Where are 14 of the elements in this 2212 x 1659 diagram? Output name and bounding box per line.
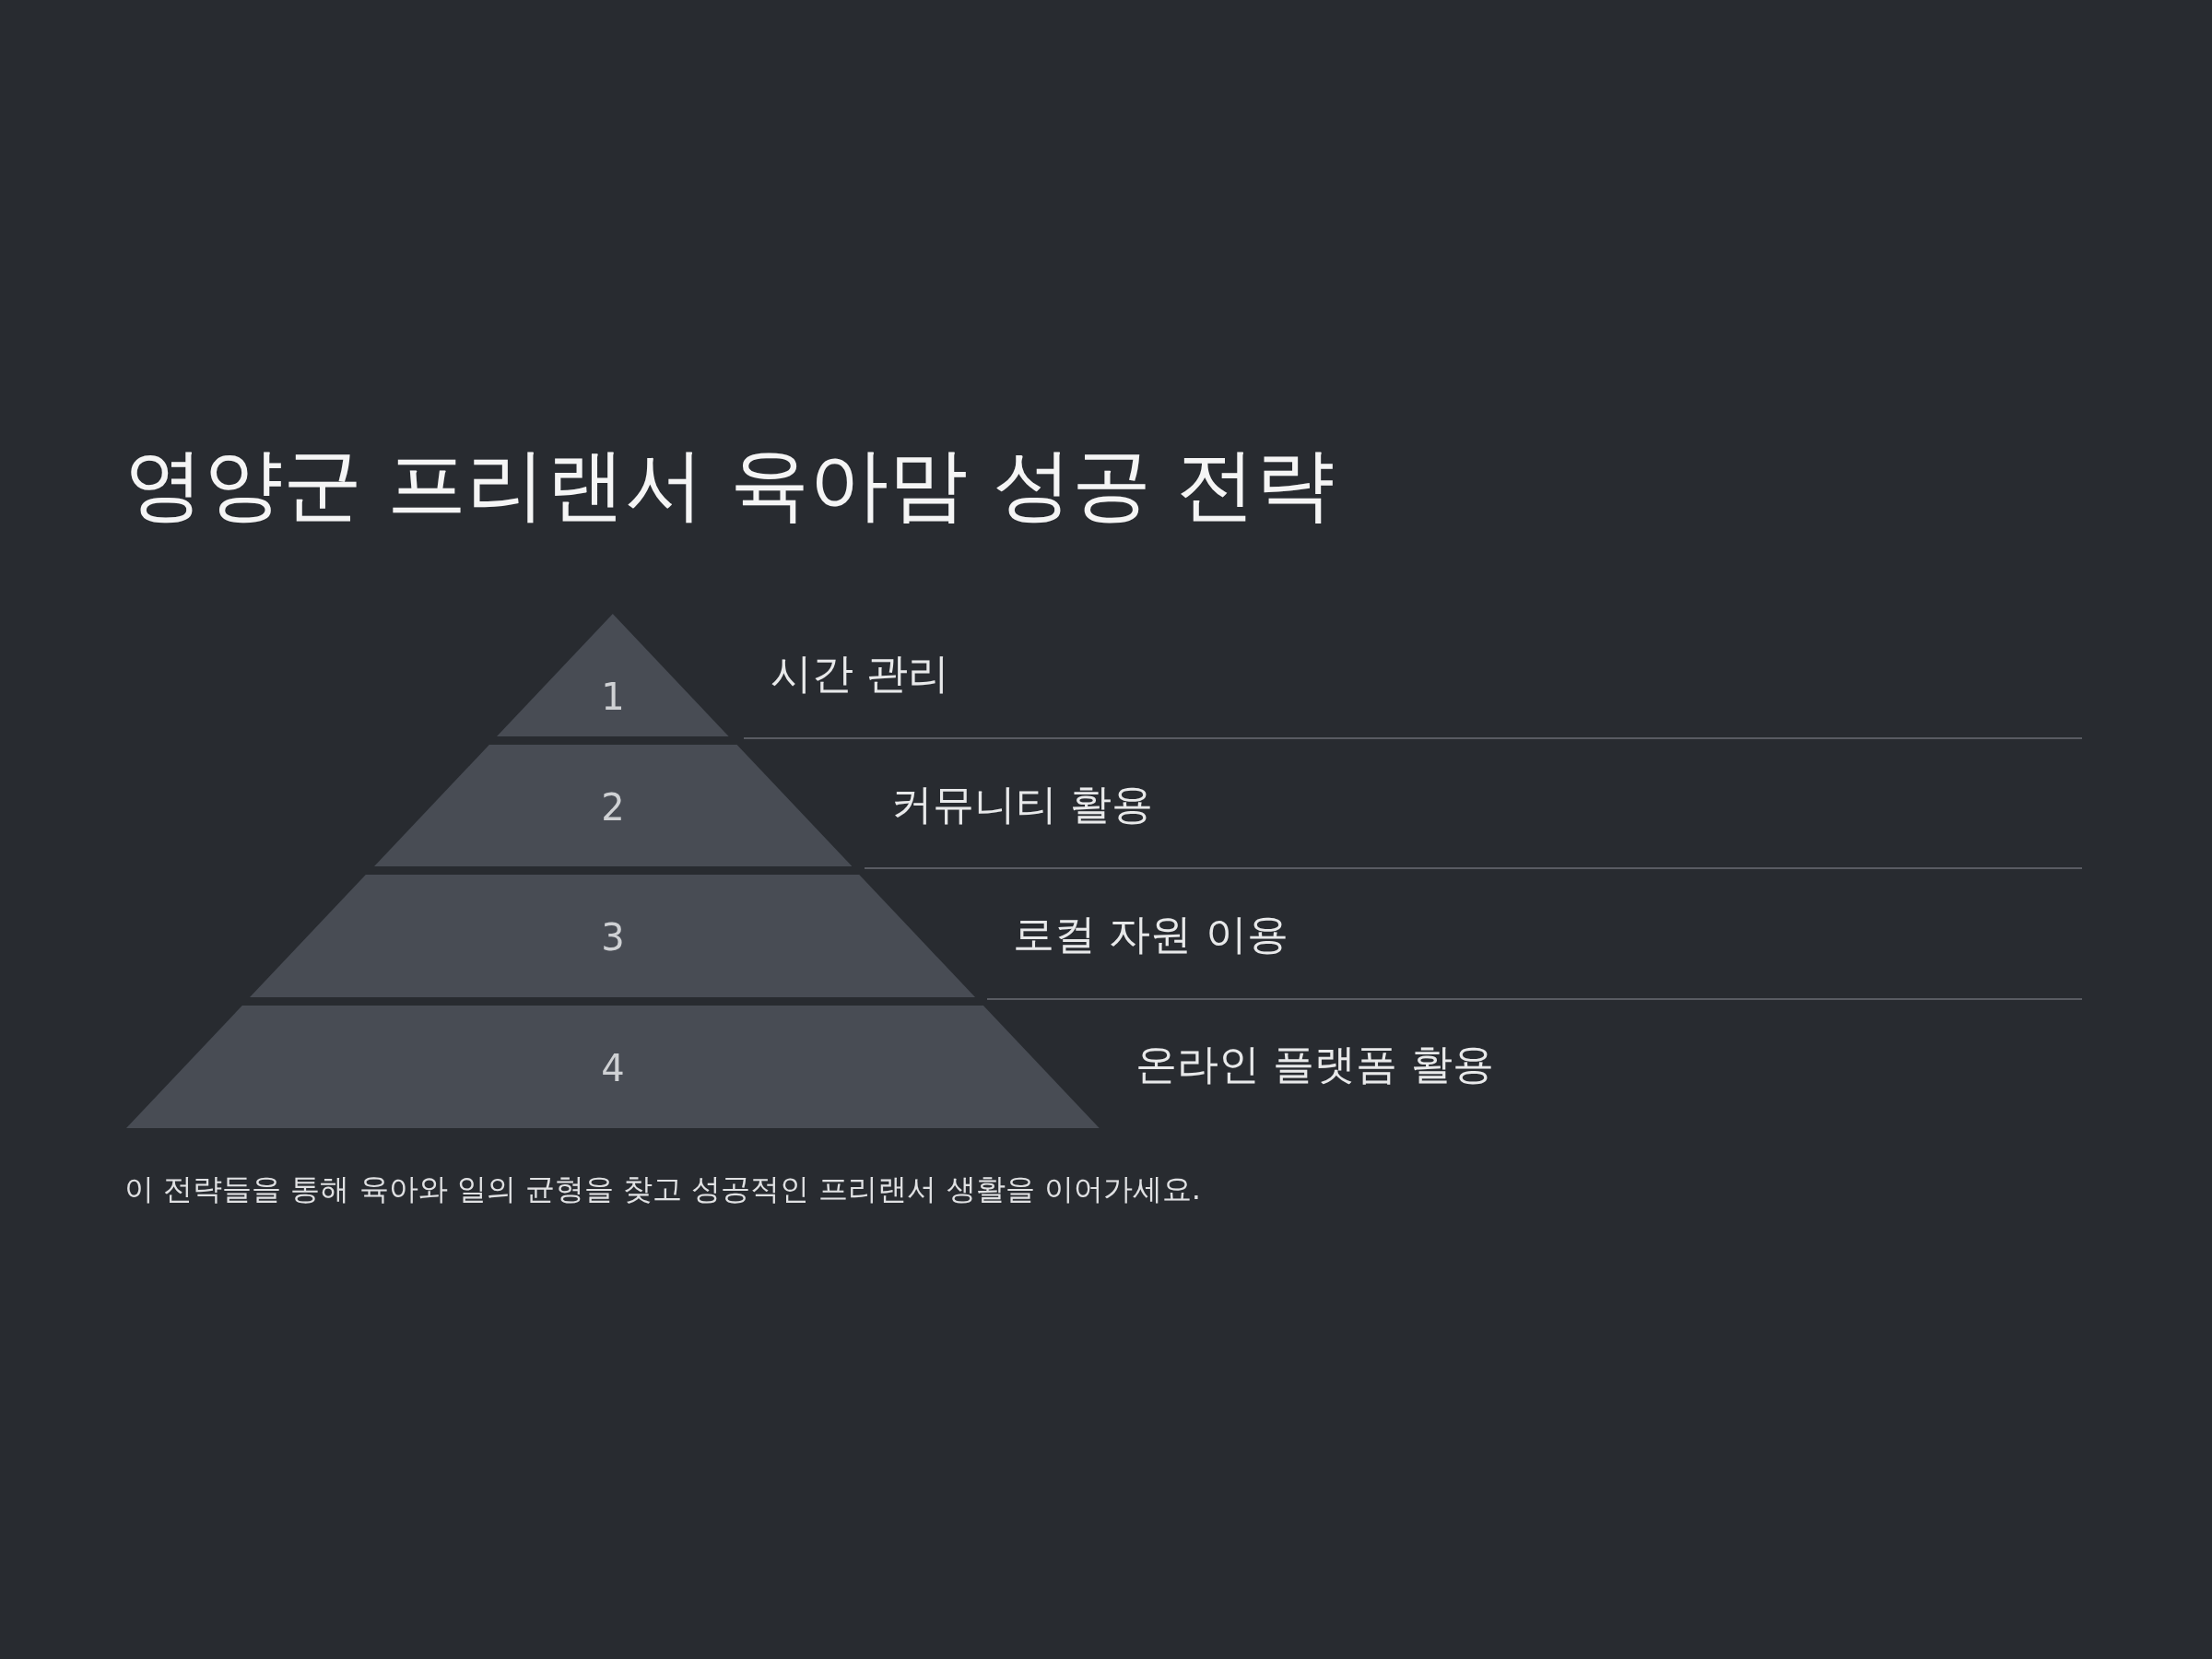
tier-number: 2 bbox=[601, 789, 625, 826]
tier-number: 3 bbox=[601, 919, 625, 956]
pyramid-tier bbox=[497, 614, 729, 736]
pyramid-tier bbox=[373, 745, 853, 866]
tier-number: 1 bbox=[601, 678, 625, 715]
tier-number: 4 bbox=[601, 1050, 625, 1087]
tier-label: 시간 관리 bbox=[771, 653, 950, 694]
title: 영양군 프리랜서 육아맘 성공 전략 bbox=[124, 444, 1335, 524]
pyramid-tier bbox=[250, 875, 976, 997]
tier-label: 온라인 플랫폼 활용 bbox=[1135, 1043, 1494, 1085]
pyramid-tier bbox=[126, 1006, 1100, 1128]
tier-label: 로컬 자원 이용 bbox=[1013, 913, 1288, 955]
caption: 이 전략들을 통해 육아와 일의 균형을 찾고 성공적인 프리랜서 생활을 이어가세요. bbox=[124, 1174, 1201, 1204]
tier-label: 커뮤니티 활용 bbox=[891, 783, 1154, 825]
